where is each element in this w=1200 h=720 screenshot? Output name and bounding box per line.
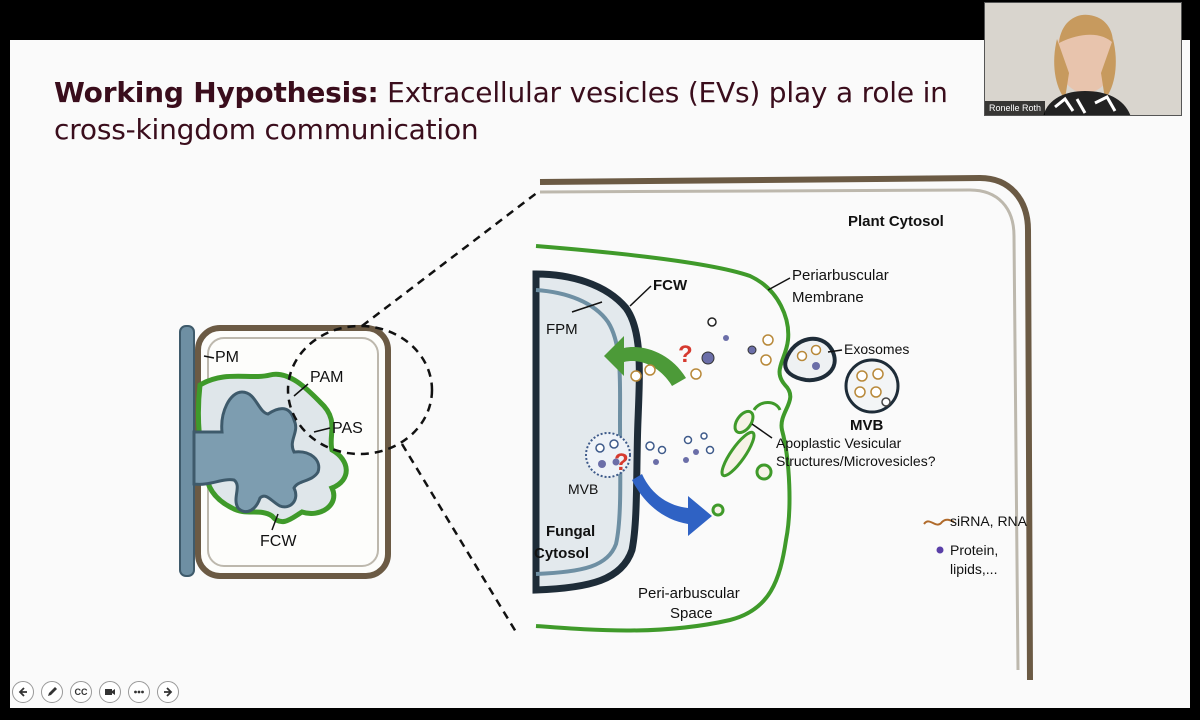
ev-diagram: PM PAM PAS FCW Plant Cytosol Periarbuscu…	[179, 174, 1033, 681]
left-cell-diagram: PM PAM PAS FCW	[179, 191, 539, 633]
fungal-hypha	[179, 325, 195, 577]
plant-plasma-membrane-large	[539, 188, 1020, 671]
presentation-controls: CC	[12, 681, 179, 703]
label-pm: PM	[215, 349, 239, 366]
legend-protein-label-1: Protein,	[950, 542, 998, 558]
more-options-button[interactable]	[128, 681, 150, 703]
label-peri-space-1: Peri-arbuscular	[638, 585, 740, 602]
question-mark-1: ?	[678, 341, 693, 368]
zoom-line-top	[361, 191, 539, 327]
more-options-icon	[134, 690, 144, 694]
apoplastic-structure-1	[720, 430, 756, 478]
label-fungal-cytosol-1: Fungal	[546, 523, 595, 540]
label-periarbuscular-2: Membrane	[792, 289, 864, 306]
legend-rna-icon	[923, 518, 955, 526]
label-mvb-large: MVB	[850, 417, 884, 434]
bottom-black-bar	[0, 708, 1200, 720]
slide-title-rest: Extracellular vesicles (EVs) play a role…	[54, 76, 948, 146]
legend-protein-icon	[936, 546, 944, 554]
label-apoplastic-1: Apoplastic Vesicular	[776, 435, 902, 451]
periarbuscular-membrane-large	[535, 244, 793, 633]
camera-button[interactable]	[99, 681, 121, 703]
label-peri-space-2: Space	[670, 605, 713, 622]
arbuscule-shape	[192, 390, 321, 514]
plant-cell-wall-large	[539, 174, 1033, 681]
legend-rna-label: siRNA, RNA	[950, 513, 1028, 529]
previous-slide-button[interactable]	[12, 681, 34, 703]
mvb-small	[585, 432, 631, 478]
question-mark-2: ?	[614, 449, 629, 476]
presentation-slide: Working Hypothesis: Extracellular vesicl…	[10, 40, 1190, 708]
label-exosomes: Exosomes	[844, 341, 909, 357]
slide-title: Working Hypothesis: Extracellular vesicl…	[54, 74, 974, 148]
exosome-budding	[783, 336, 837, 383]
pen-button[interactable]	[41, 681, 63, 703]
label-pam: PAM	[310, 369, 343, 386]
label-mvb-small: MVB	[568, 481, 598, 497]
apoplastic-structure-3	[755, 463, 773, 481]
next-slide-icon	[164, 687, 173, 697]
free-vesicles	[630, 317, 774, 465]
previous-slide-icon	[18, 687, 27, 697]
camera-icon	[105, 689, 115, 695]
pen-icon	[48, 687, 57, 696]
closed-captions-button[interactable]: CC	[70, 681, 92, 703]
apoplastic-structure-2	[733, 409, 755, 435]
participant-video-tile[interactable]: Ronelle Roth	[984, 2, 1182, 116]
label-fpm: FPM	[546, 321, 578, 338]
label-plant-cytosol: Plant Cytosol	[848, 213, 944, 230]
green-uptake-arrow	[604, 336, 686, 386]
participant-silhouette	[985, 3, 1181, 115]
label-fungal-cytosol-2: Cytosol	[534, 545, 589, 562]
participant-name: Ronelle Roth	[985, 101, 1046, 115]
label-periarbuscular-1: Periarbuscular	[792, 267, 889, 284]
next-slide-button[interactable]	[157, 681, 179, 703]
label-fcw-small: FCW	[260, 533, 297, 550]
fungal-plasma-membrane	[535, 288, 623, 576]
label-fcw-large: FCW	[653, 277, 688, 294]
zoom-circle	[286, 324, 434, 456]
label-apoplastic-2: Structures/Microvesicles?	[776, 453, 936, 469]
right-zoom-diagram: Plant Cytosol Periarbuscular Membrane FC…	[532, 174, 1033, 681]
legend-protein-label-2: lipids,...	[950, 561, 997, 577]
label-pas: PAS	[332, 420, 363, 437]
slide-title-bold: Working Hypothesis:	[54, 76, 379, 109]
blue-secretion-arrow	[632, 474, 712, 536]
closed-captions-icon: CC	[74, 687, 88, 697]
apoplastic-structure-4	[711, 503, 725, 517]
zoom-line-bottom	[400, 443, 518, 633]
